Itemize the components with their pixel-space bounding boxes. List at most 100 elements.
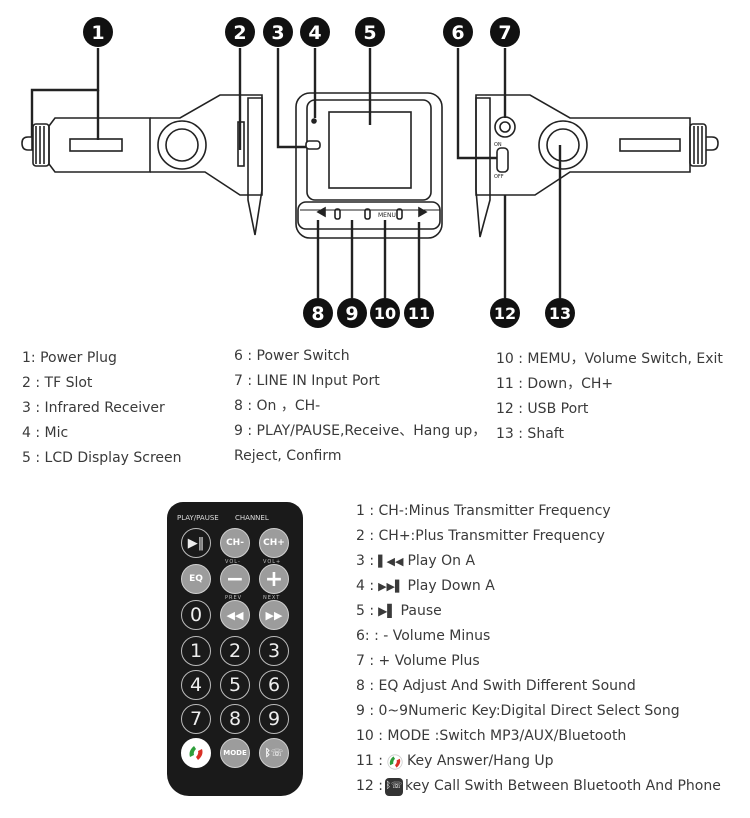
callout-9: 9 (337, 298, 367, 328)
callout-7: 7 (490, 17, 520, 47)
callout-1: 1 (83, 17, 113, 47)
eq-button[interactable]: EQ (181, 564, 211, 594)
svg-text:2: 2 (233, 22, 246, 44)
callout-4: 4 (300, 17, 330, 47)
legend-item: 13 : Shaft (496, 426, 564, 442)
center-device-body (295, 92, 443, 239)
remote-legend-item: 8 : EQ Adjust And Swith Different Sound (356, 678, 636, 694)
phone-icon (189, 746, 203, 760)
answer-hangup-button[interactable] (181, 738, 211, 768)
prev-track-icon: ◀◀ (226, 608, 244, 622)
digit-9-button[interactable]: 9 (259, 704, 289, 734)
digit-2-button[interactable]: 2 (220, 636, 250, 666)
legend-item: 12 : USB Port (496, 401, 589, 417)
remote-legend-item: 11 : Key Answer/Hang Up (356, 753, 554, 770)
legend-item: 3 : Infrared Receiver (22, 400, 165, 416)
volume-minus-button[interactable]: − (220, 564, 250, 594)
mode-button[interactable]: MODE (220, 738, 250, 768)
svg-text:6: 6 (451, 22, 464, 44)
vol-plus-label: VOL+ (263, 559, 282, 565)
next-label: NEXT (263, 595, 281, 601)
prev-track-button[interactable]: ◀◀ (220, 600, 250, 630)
remote-legend-item: 7 : + Volume Plus (356, 653, 480, 669)
legend-middle: 6 : Power Switch 7 : LINE IN Input Port … (234, 344, 486, 469)
svg-text:8: 8 (311, 303, 324, 325)
callout-5: 5 (355, 17, 385, 47)
remote-legend-item: 5 : ▶▌ Pause (356, 599, 721, 624)
legend-item: 2 : TF Slot (22, 375, 93, 391)
digit-6-button[interactable]: 6 (259, 670, 289, 700)
play-pause-label: PLAY/PAUSE (177, 514, 219, 522)
remote-legend-item: 1 : CH-:Minus Transmitter Frequency (356, 503, 611, 519)
next-track-icon: ▶▶▌ (378, 580, 404, 593)
remote-legend-item: 2 : CH+:Plus Transmitter Frequency (356, 528, 605, 544)
svg-text:9: 9 (345, 303, 358, 325)
remote-control: PLAY/PAUSE CHANNEL ▶‖ CH- CH+ VOL- VOL+ … (167, 502, 303, 796)
callout-6: 6 (443, 17, 473, 47)
remote-legend-item: 9 : 0~9Numeric Key:Digital Direct Select… (356, 703, 680, 719)
vol-minus-label: VOL- (225, 559, 241, 565)
legend-right: 10 : MEMU，Volume Switch, Exit 11 : Down，… (496, 347, 723, 447)
bluetooth-phone-button[interactable]: ᛒ☏ (259, 738, 289, 768)
power-switch-on-label: ON (494, 142, 502, 148)
phone-icon (387, 753, 403, 770)
remote-legend-item: 3 : ▌◀◀Play On A (356, 549, 721, 574)
callout-12: 12 (490, 298, 520, 328)
menu-button-label: MENU (378, 212, 396, 219)
remote-legend: 1 : CH-:Minus Transmitter Frequency 2 : … (356, 499, 721, 799)
digit-1-button[interactable]: 1 (181, 636, 211, 666)
remote-legend-item: 12 : ᛒ☏ key Call Swith Between Bluetooth… (356, 777, 721, 796)
callout-13: 13 (545, 298, 575, 328)
device-diagram: MENU ON OFF 1 2 3 4 5 6 7 8 9 10 11 12 1… (21, 17, 719, 328)
right-power-plug (475, 94, 719, 238)
svg-text:11: 11 (408, 304, 430, 323)
digit-4-button[interactable]: 4 (181, 670, 211, 700)
play-pause-icon: ▶‖ (187, 535, 205, 551)
remote-legend-item: 6: : - Volume Minus (356, 628, 491, 644)
legend-item: 4 : Mic (22, 425, 69, 441)
digit-0-button[interactable]: 0 (181, 600, 211, 630)
next-track-icon: ▶▶ (265, 608, 283, 622)
legend-item: Reject, Confirm (234, 448, 342, 464)
legend-item: 5 : LCD Display Screen (22, 450, 182, 466)
ch-plus-button[interactable]: CH+ (259, 528, 289, 558)
svg-text:13: 13 (549, 304, 571, 323)
callout-8: 8 (303, 298, 333, 328)
channel-label: CHANNEL (235, 514, 269, 522)
remote-legend-item: 4 : ▶▶▌Play Down A (356, 574, 721, 599)
callout-10: 10 (370, 298, 400, 328)
digit-5-button[interactable]: 5 (220, 670, 250, 700)
digit-7-button[interactable]: 7 (181, 704, 211, 734)
bluetooth-phone-icon: ᛒ☏ (264, 747, 284, 759)
svg-text:12: 12 (494, 304, 516, 323)
leader-lines (30, 48, 562, 298)
legend-item: 11 : Down，CH+ (496, 376, 614, 392)
bluetooth-phone-icon: ᛒ☏ (384, 777, 403, 796)
prev-track-icon: ▌◀◀ (378, 555, 404, 568)
play-pause-button[interactable]: ▶‖ (181, 528, 211, 558)
callout-2: 2 (225, 17, 255, 47)
prev-label: PREV (225, 595, 243, 601)
legend-item: 8 : On ，CH- (234, 398, 321, 414)
left-power-plug (21, 94, 263, 236)
callout-3: 3 (263, 17, 293, 47)
svg-text:3: 3 (271, 22, 284, 44)
next-track-button[interactable]: ▶▶ (259, 600, 289, 630)
remote-legend-item: 10 : MODE :Switch MP3/AUX/Bluetooth (356, 728, 627, 744)
digit-3-button[interactable]: 3 (259, 636, 289, 666)
svg-text:10: 10 (374, 304, 396, 323)
legend-item: 9 : PLAY/PAUSE,Receive、Hang up， (234, 423, 487, 439)
svg-text:1: 1 (91, 22, 104, 44)
ch-minus-button[interactable]: CH- (220, 528, 250, 558)
legend-item: 6 : Power Switch (234, 348, 350, 364)
callout-11: 11 (404, 298, 434, 328)
play-pause-icon: ▶▌ (378, 604, 397, 618)
legend-item: 1: Power Plug (22, 350, 117, 366)
svg-text:4: 4 (308, 22, 321, 44)
digit-8-button[interactable]: 8 (220, 704, 250, 734)
legend-item: 7 : LINE IN Input Port (234, 373, 380, 389)
svg-text:5: 5 (363, 22, 376, 44)
svg-text:7: 7 (498, 22, 511, 44)
volume-plus-button[interactable]: + (259, 564, 289, 594)
legend-item: 10 : MEMU，Volume Switch, Exit (496, 351, 723, 367)
